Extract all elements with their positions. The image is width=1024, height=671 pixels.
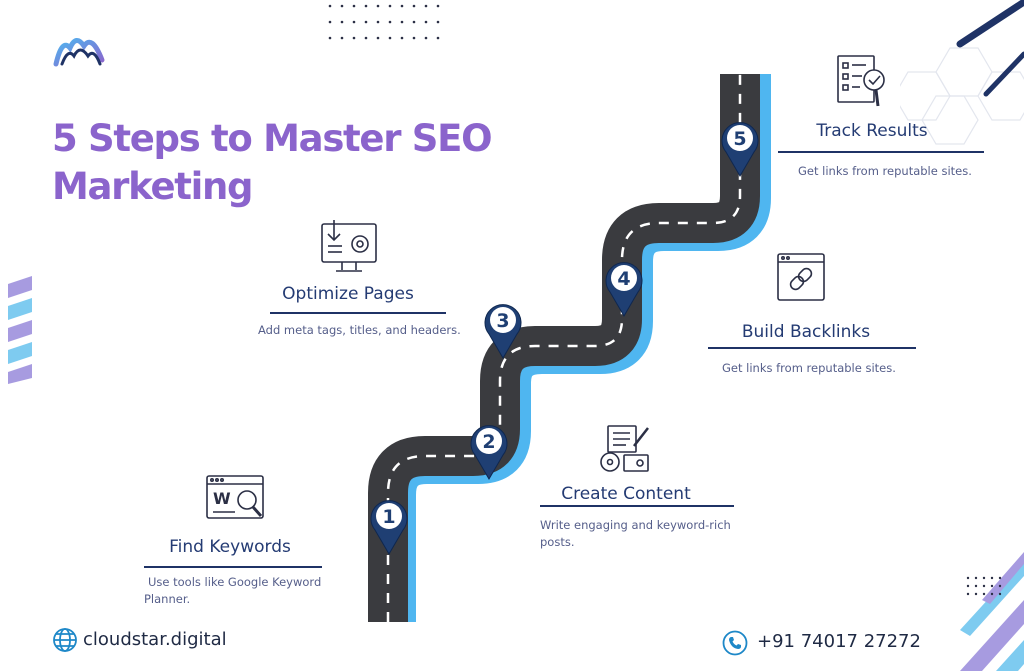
dot-grid-decoration	[328, 4, 440, 40]
step-pin-2: 2	[470, 425, 508, 480]
step-3-title: Optimize Pages	[282, 284, 414, 304]
step-pin-2-number: 2	[482, 431, 495, 453]
svg-text:W: W	[213, 489, 231, 508]
step-pin-4-number: 4	[617, 268, 630, 290]
step-3-divider	[270, 312, 446, 314]
step-2-divider	[540, 505, 734, 507]
step-2-description: Write engaging and keyword-rich posts.	[540, 518, 731, 549]
page-settings-icon	[321, 220, 377, 272]
step-pin-1: 1	[370, 500, 408, 555]
step-pin-4: 4	[605, 262, 643, 317]
stripe-decoration-left	[8, 276, 32, 384]
step-3-description: Add meta tags, titles, and headers.	[258, 323, 461, 337]
company-logo-icon	[53, 38, 105, 67]
globe-icon	[53, 628, 77, 652]
phone-icon	[722, 630, 748, 656]
step-1-title: Find Keywords	[169, 537, 291, 557]
step-4-title: Build Backlinks	[741, 322, 871, 342]
step-pin-1-number: 1	[382, 506, 395, 528]
step-2-title: Create Content	[561, 484, 691, 504]
keyword-research-icon: W	[206, 475, 264, 519]
step-1-description: Use tools like Google Keyword Planner.	[144, 575, 322, 606]
content-creation-icon	[600, 425, 649, 472]
page-title-line-2: Marketing	[52, 165, 254, 208]
step-5-description: Get links from reputable sites.	[798, 164, 972, 178]
step-1-divider	[144, 566, 322, 568]
hexagon-decoration	[900, 0, 1024, 145]
step-4-description: Get links from reputable sites.	[722, 361, 896, 375]
phone-number[interactable]: +91 74017 27272	[757, 631, 921, 652]
step-pin-3-number: 3	[496, 310, 509, 332]
step-4-divider	[708, 347, 916, 349]
website-link[interactable]: cloudstar.digital	[83, 629, 227, 650]
step-5-title: Track Results	[816, 121, 928, 141]
step-5-divider	[778, 151, 984, 153]
step-pin-3: 3	[484, 304, 522, 359]
stripe-decoration-bottom-right	[960, 552, 1024, 671]
page-title-line-1: 5 Steps to Master SEO	[52, 117, 493, 160]
checklist-search-icon	[837, 55, 885, 107]
link-icon	[777, 253, 825, 301]
step-pin-5: 5	[721, 122, 759, 177]
step-pin-5-number: 5	[733, 128, 746, 150]
